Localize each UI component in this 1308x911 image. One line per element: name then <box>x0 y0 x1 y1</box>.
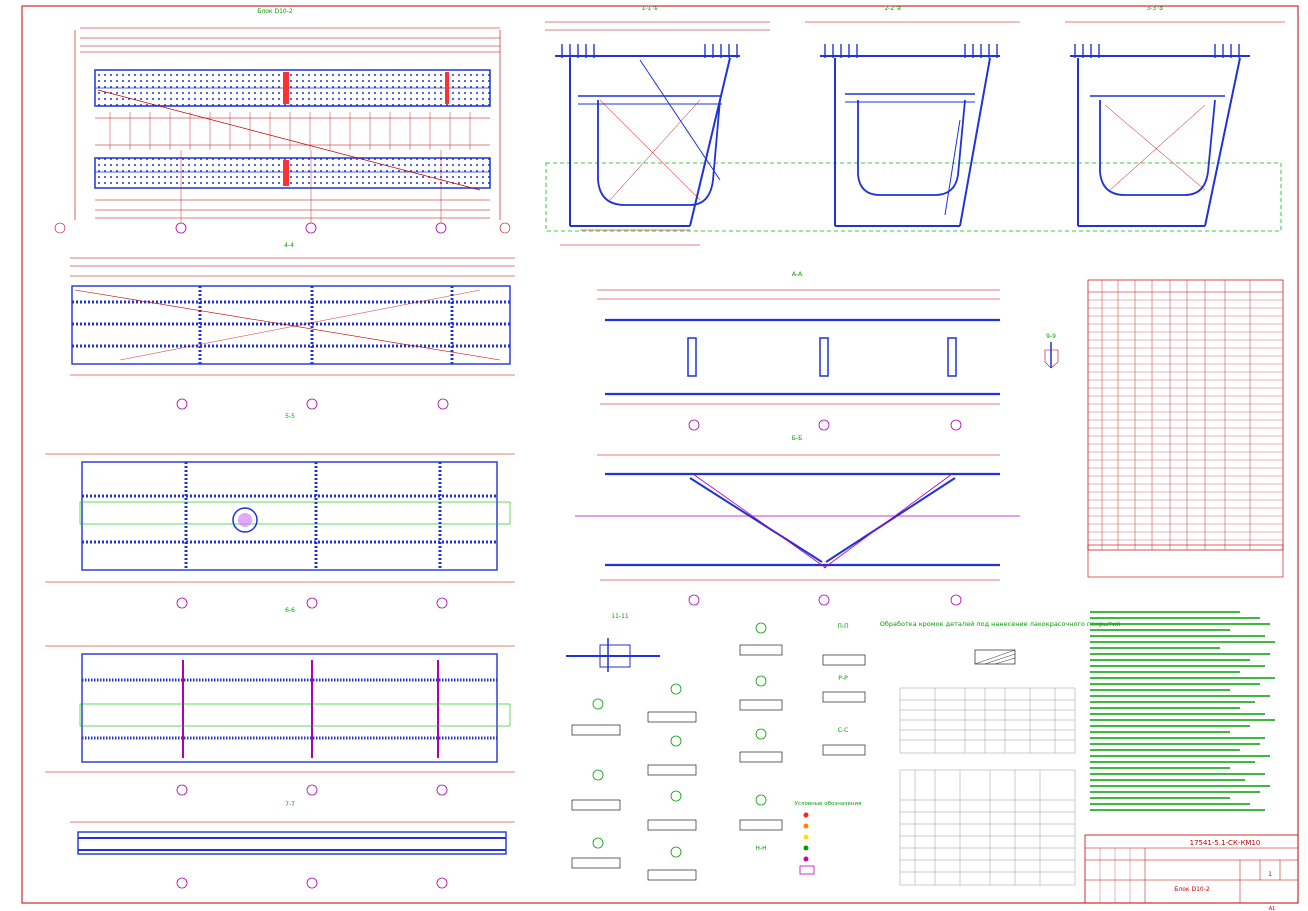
svg-text:2-2 ②: 2-2 ② <box>884 5 902 12</box>
svg-text:Р-Р: Р-Р <box>838 675 848 682</box>
sheet-number: 1 <box>1268 871 1272 878</box>
svg-text:4-4: 4-4 <box>284 242 294 249</box>
axis-markers-top <box>175 150 447 234</box>
elevation-b: Б-Б <box>575 435 1020 606</box>
svg-text:А-А: А-А <box>792 271 803 278</box>
svg-text:11-11: 11-11 <box>611 613 629 620</box>
svg-text:1-1 ①: 1-1 ① <box>641 5 658 12</box>
notes-area: Обработка кромок деталей под нанесение л… <box>880 611 1275 886</box>
plan-top-view: Блок D10-2 <box>54 8 511 234</box>
svg-text:5-5: 5-5 <box>285 413 295 420</box>
drawing-code: 17541-5.1-СК-КМ10 <box>1190 839 1261 847</box>
sheet-title: Блок D10-2 <box>1174 886 1210 893</box>
section-2-2 <box>805 21 1020 227</box>
title-block: 17541-5.1-СК-КМ10 Блок D10-2 1 A1 <box>1084 834 1299 911</box>
details: 11-11 П-П Р-Р С-С Н-Н <box>566 613 866 881</box>
svg-text:7-7: 7-7 <box>285 801 295 808</box>
sheet-frame <box>21 5 1299 904</box>
svg-text:С-С: С-С <box>838 727 849 734</box>
svg-text:3-3 ③: 3-3 ③ <box>1146 5 1163 12</box>
view-5-5: 5-5 <box>45 413 515 609</box>
svg-text:6-6: 6-6 <box>285 607 295 614</box>
section-3-3 <box>1065 21 1285 227</box>
view-4-4: 4-4 <box>70 242 515 410</box>
svg-text:П-П: П-П <box>837 623 848 630</box>
legend: Условные обозначения <box>795 801 862 875</box>
svg-text:Обработка кромок деталей под н: Обработка кромок деталей под нанесение л… <box>880 620 1121 628</box>
plan-title: Блок D10-2 <box>257 8 293 15</box>
elevation-a: А-А <box>597 271 1000 431</box>
section-9-9: 9-9 <box>1044 333 1059 369</box>
svg-text:Б-Б: Б-Б <box>792 435 802 442</box>
cross-sections: 1-1 ① 2-2 ② 3-3 ③ <box>545 5 1285 246</box>
svg-text:Н-Н: Н-Н <box>755 845 766 852</box>
svg-text:Условные обозначения: Условные обозначения <box>795 801 862 807</box>
view-6-6: 6-6 <box>45 607 515 796</box>
sheet-format: A1 <box>1269 906 1276 911</box>
specification-table <box>1087 279 1284 578</box>
svg-text:9-9: 9-9 <box>1046 333 1056 340</box>
section-1-1 <box>545 21 770 246</box>
view-7-7: 7-7 <box>70 801 515 889</box>
